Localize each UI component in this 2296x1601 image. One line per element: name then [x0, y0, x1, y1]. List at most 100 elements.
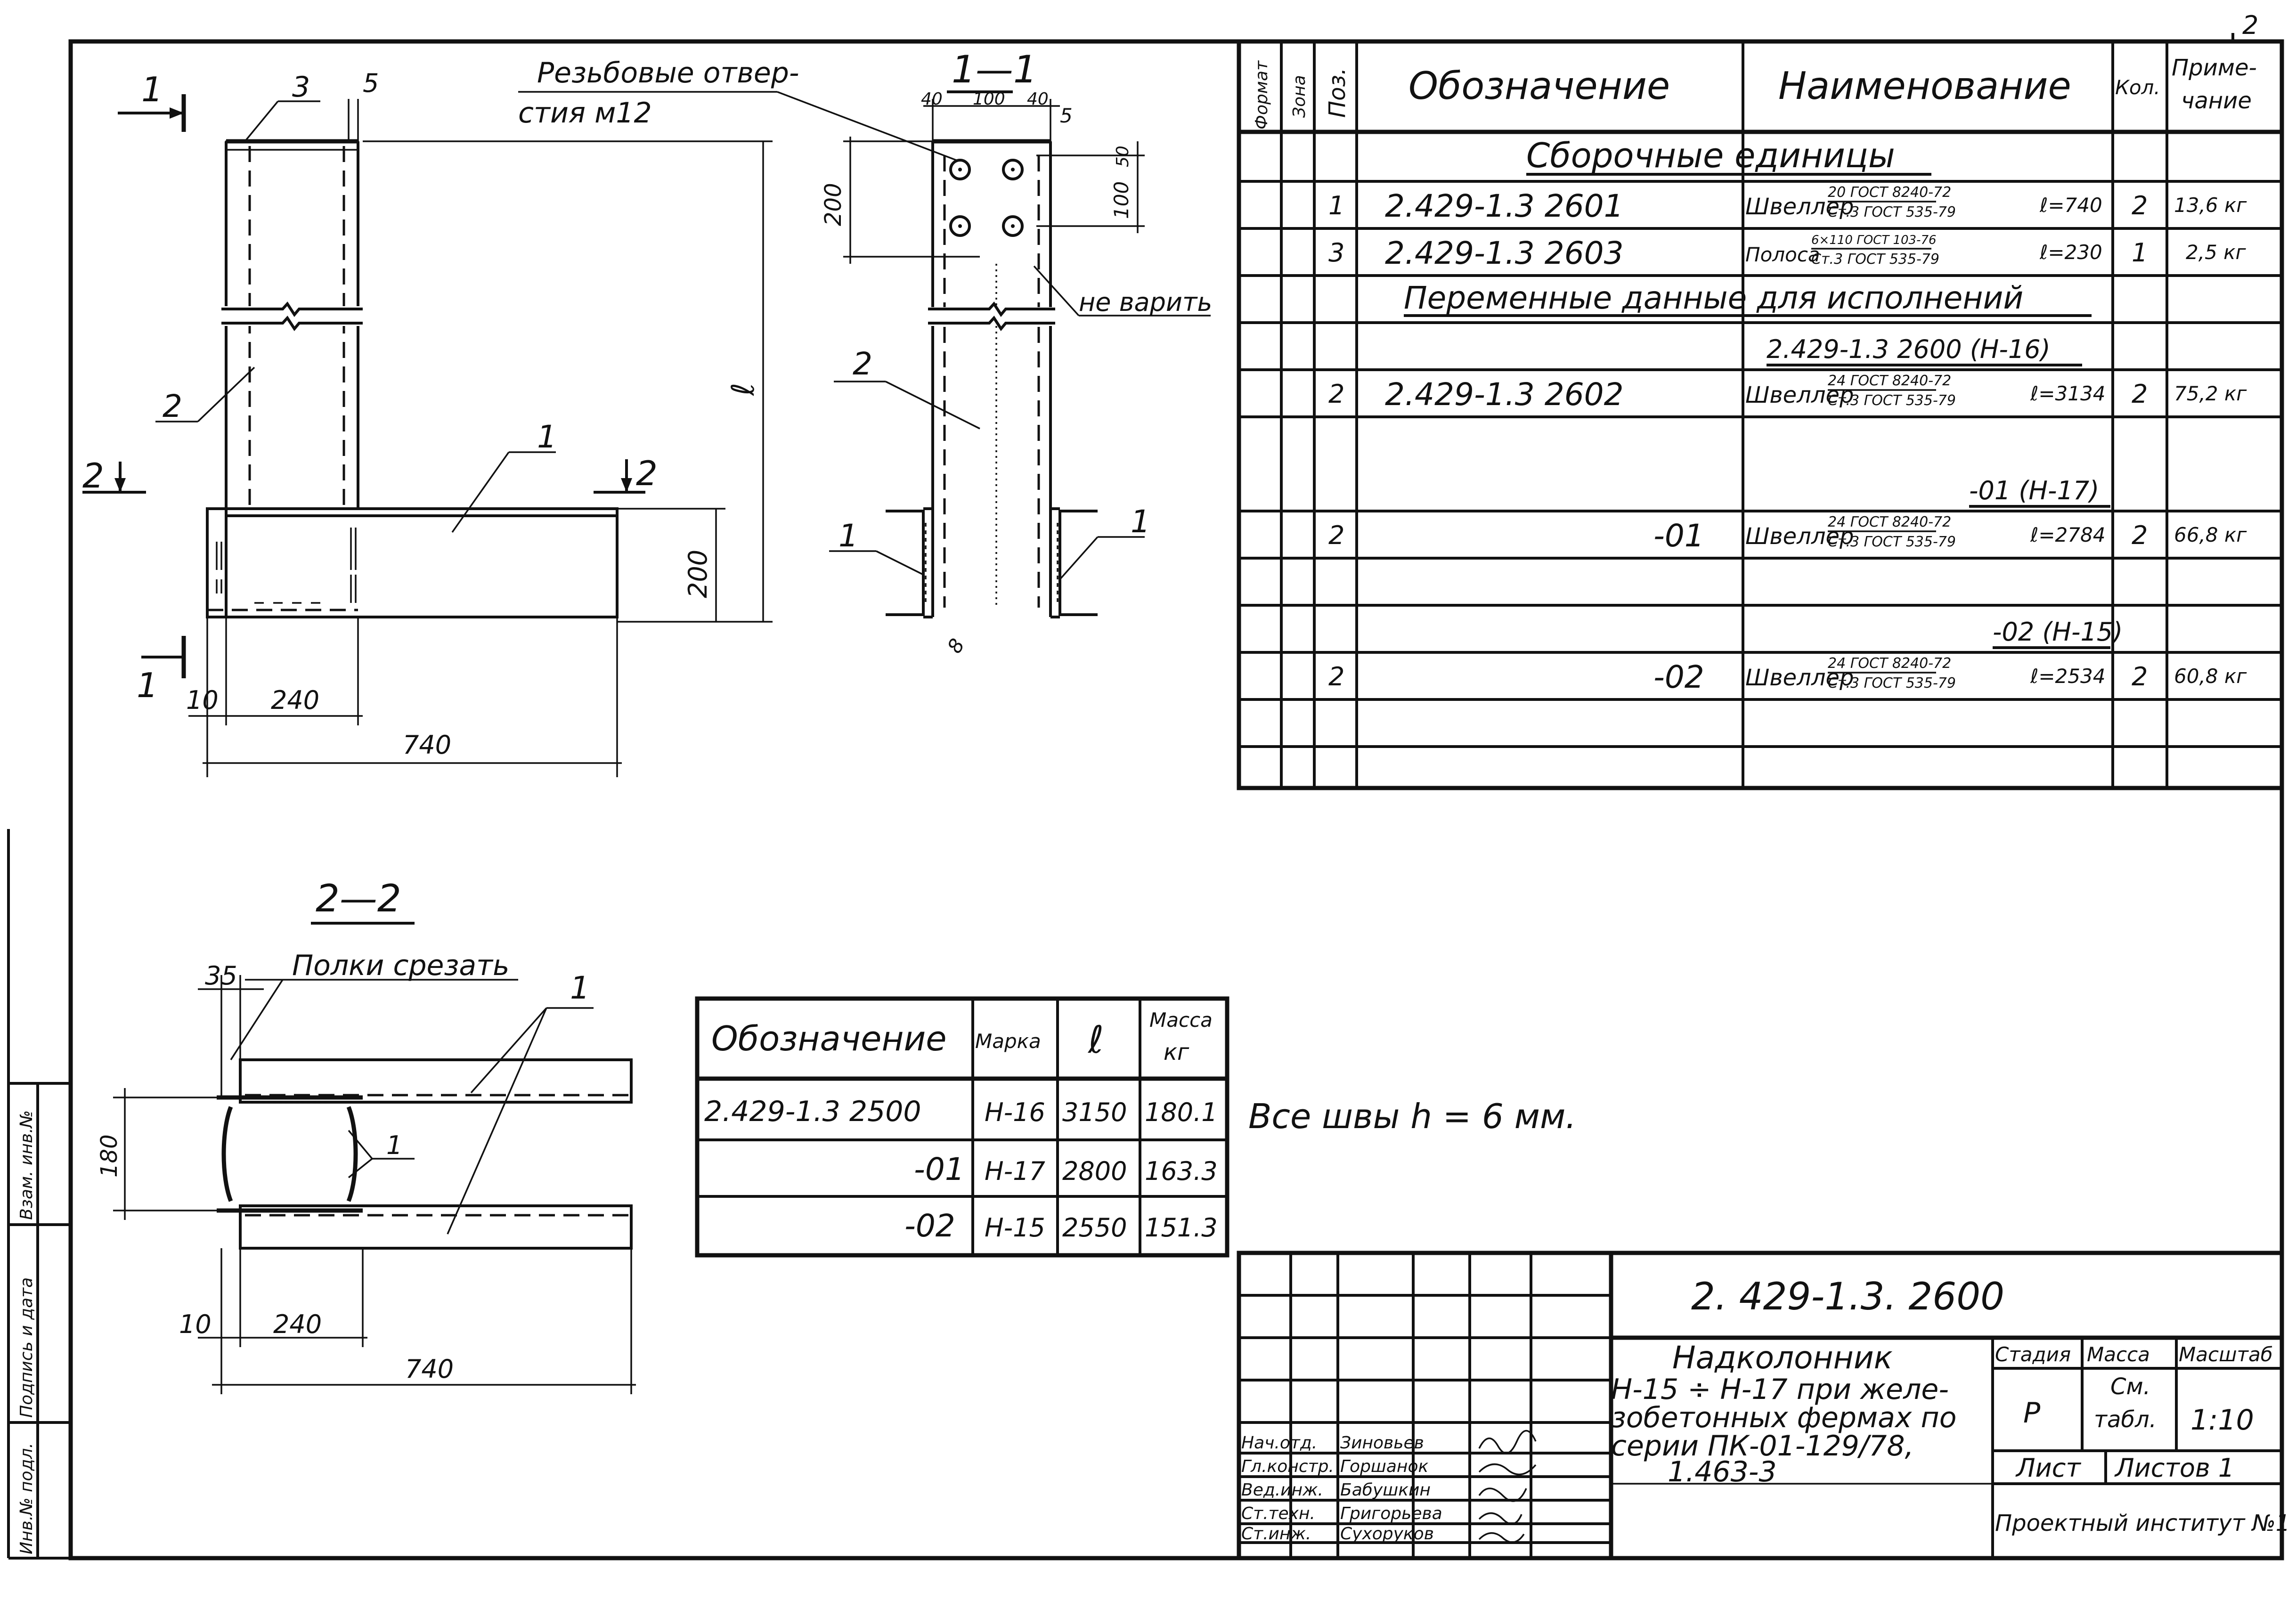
- view-front-note-holes-1: Резьбовые отвер-: [537, 57, 799, 89]
- spec-table: Формат Зона Поз. Обозначение Наименовани…: [1237, 39, 2284, 790]
- title-org: Проектный институт №1: [1995, 1510, 2290, 1536]
- title-line-1: Надколонник: [1672, 1340, 1893, 1376]
- section11-dim100: 100: [973, 89, 1005, 109]
- spec-row2-name-bottom: Ст.3 ГОСТ 535-79: [1811, 251, 1939, 268]
- view-front-sec2-left: 2: [82, 456, 104, 496]
- section11-dim200: 200: [820, 183, 847, 226]
- spec-variant-h16: 2.429-1.3 2600 (Н-16): [1767, 334, 2051, 364]
- sheet-frame: [68, 39, 2284, 1560]
- section22-dim180: 180: [96, 1134, 122, 1178]
- section22-dim10: 10: [179, 1309, 212, 1339]
- spec-row3-designation: 2.429-1.3 2602: [1385, 376, 1624, 413]
- side-stamp: Инв.№ подл. Подпись и дата Взам. инв.№: [7, 829, 71, 1560]
- mark-table: Обозначение Марка ℓ Масса кг 2.429-1.3 2…: [695, 996, 1229, 1258]
- staff-role-1: Нач.отд.: [1241, 1433, 1317, 1453]
- section11-pos2: 2: [853, 346, 872, 382]
- staff-role-3: Вед.инж.: [1241, 1480, 1323, 1500]
- spec-header-note-1: Приме-: [2172, 55, 2257, 81]
- view-front-sec1-top: 1: [141, 70, 163, 109]
- mark-row3-mark: Н-15: [985, 1213, 1045, 1243]
- spec-row1-name-top: 20 ГОСТ 8240-72: [1828, 184, 1951, 201]
- spec-row5-name-top: 24 ГОСТ 8240-72: [1828, 655, 1951, 672]
- spec-header-format: Формат: [1252, 60, 1271, 130]
- staff-name-1: Зиновьев: [1340, 1433, 1424, 1453]
- spec-row3-length: ℓ=3134: [2030, 382, 2105, 405]
- mark-row3-designation: -02: [904, 1208, 955, 1244]
- spec-row4-name-top: 24 ГОСТ 8240-72: [1828, 514, 1951, 530]
- view-front-dim5: 5: [363, 68, 379, 98]
- spec-row4-qty: 2: [2132, 520, 2148, 550]
- section22-title: 2—2: [316, 877, 401, 920]
- spec-row4-pos: 2: [1328, 520, 1344, 550]
- title-line-2: Н-15 ÷ Н-17 при желе-: [1611, 1373, 1949, 1406]
- spec-row5-name: Швеллер: [1745, 665, 1854, 691]
- view-front-dim200: 200: [683, 550, 713, 598]
- title-code: 2. 429-1.3. 2600: [1691, 1275, 2004, 1318]
- spec-row4-name: Швеллер: [1745, 523, 1854, 550]
- side-stamp-sign: Подпись и дата: [17, 1277, 36, 1418]
- staff-name-5: Сухоруков: [1340, 1524, 1434, 1544]
- mark-row2-length: 2800: [1062, 1156, 1127, 1186]
- section22-dim35: 35: [205, 961, 237, 991]
- staff-role-4: Ст.техн.: [1241, 1504, 1315, 1523]
- mark-header-mass-2: кг: [1164, 1039, 1189, 1065]
- spec-row3-name-top: 24 ГОСТ 8240-72: [1828, 373, 1951, 389]
- spec-row2-designation: 2.429-1.3 2603: [1385, 235, 1624, 271]
- spec-header-qty: Кол.: [2115, 76, 2160, 99]
- spec-header-zone: Зона: [1290, 75, 1309, 118]
- staff-role-5: Ст.инж.: [1241, 1524, 1311, 1544]
- spec-row1-length: ℓ=740: [2039, 194, 2102, 217]
- section22-pos1b: 1: [386, 1130, 402, 1160]
- section11-dim40b: 40: [1027, 89, 1049, 109]
- spec-variant-h15: -02 (Н-15): [1993, 617, 2123, 647]
- title-mass-2: табл.: [2094, 1406, 2157, 1433]
- spec-row1-pos: 1: [1328, 191, 1344, 220]
- mark-row1-mass: 180.1: [1145, 1097, 1218, 1127]
- spec-row2-length: ℓ=230: [2039, 241, 2102, 264]
- section11-pos1b: 1: [1131, 504, 1150, 540]
- title-stage-label: Стадия: [1995, 1343, 2071, 1366]
- title-line-3: зобетонных фермах по: [1611, 1401, 1956, 1434]
- spec-row2-name: Полоса: [1745, 243, 1820, 266]
- mark-row2-mark: Н-17: [985, 1156, 1045, 1186]
- mark-header-length: ℓ: [1087, 1018, 1104, 1062]
- spec-row1-name: Швеллер: [1745, 194, 1854, 220]
- view-front-sec1-bottom: 1: [137, 666, 158, 705]
- title-line-4: серии ПК-01-129/78,: [1611, 1430, 1914, 1463]
- mark-header-mark: Марка: [975, 1030, 1041, 1053]
- spec-row1-designation: 2.429-1.3 2601: [1385, 188, 1624, 224]
- view-front-sec2-right: 2: [636, 454, 658, 493]
- section22-note-cut: Полки срезать: [292, 949, 509, 982]
- spec-header-name: Наименование: [1778, 64, 2071, 108]
- spec-row2-note: 2,5 кг: [2186, 241, 2247, 264]
- sheet-mark: 2: [2242, 10, 2258, 40]
- spec-row1-name-bottom: Ст.3 ГОСТ 535-79: [1828, 204, 1956, 220]
- staff-role-2: Гл.констр.: [1241, 1457, 1334, 1476]
- view-front: 1 1 2 2 3 5 2 1 ℓ 200: [82, 57, 957, 777]
- mark-row2-mass: 163.3: [1145, 1156, 1218, 1186]
- spec-row2-qty: 1: [2132, 238, 2148, 268]
- spec-row3-pos: 2: [1328, 379, 1344, 409]
- spec-row3-qty: 2: [2132, 379, 2148, 409]
- mark-row1-mark: Н-16: [985, 1097, 1045, 1127]
- view-front-dim240: 240: [271, 685, 319, 715]
- view-front-dim-l: ℓ: [725, 383, 761, 396]
- spec-row5-pos: 2: [1328, 662, 1344, 691]
- section11-pos1a: 1: [839, 518, 858, 554]
- spec-row4-length: ℓ=2784: [2030, 523, 2105, 546]
- spec-row4-designation: -01: [1653, 518, 1704, 554]
- staff-name-2: Горшанок: [1340, 1457, 1428, 1476]
- section11-dim8: 8: [943, 634, 969, 657]
- spec-section-assembly: Сборочные единицы: [1526, 136, 1895, 175]
- spec-row3-name: Швеллер: [1745, 382, 1854, 408]
- section11-dim50: 50: [1113, 146, 1132, 167]
- view-front-dim10: 10: [186, 685, 219, 715]
- title-mass-label: Масса: [2087, 1343, 2150, 1366]
- section11-dim40a: 40: [921, 89, 943, 109]
- spec-row5-designation: -02: [1653, 659, 1704, 695]
- weld-note: Все швы h = 6 мм.: [1248, 1097, 1576, 1136]
- mark-row3-mass: 151.3: [1145, 1213, 1218, 1243]
- section11-dim5: 5: [1060, 104, 1073, 127]
- section11-dim100v: 100: [1110, 181, 1133, 219]
